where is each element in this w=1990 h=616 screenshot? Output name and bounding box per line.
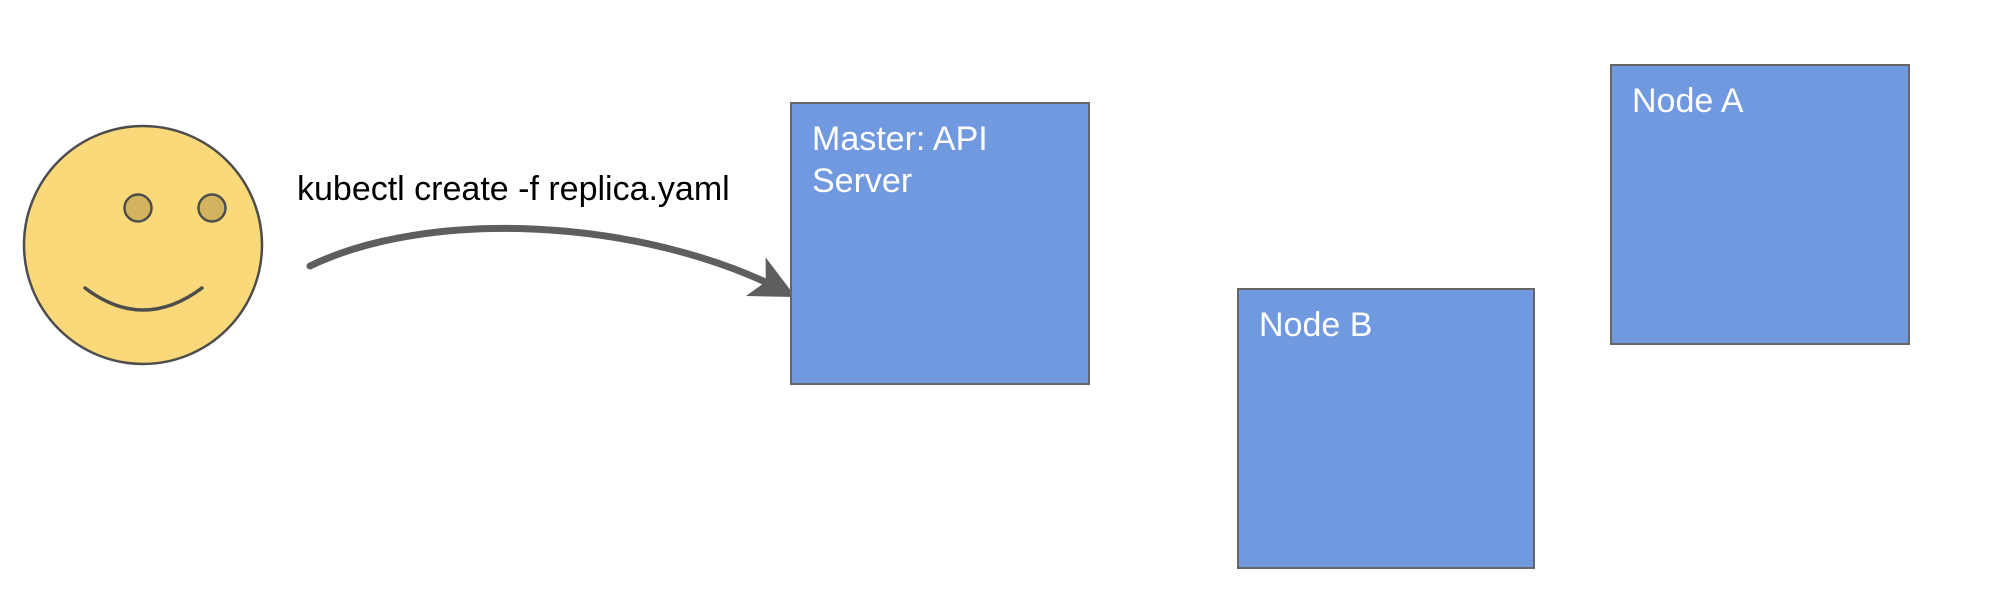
- node-master-api-server[interactable]: [790, 102, 1090, 385]
- smiley-mouth-arc: [83, 286, 204, 312]
- smiley-right-eye-icon: [197, 193, 227, 223]
- node-node-a[interactable]: [1610, 64, 1910, 345]
- node-node-b[interactable]: [1237, 288, 1535, 569]
- kubectl-create-edge-label: kubectl create -f replica.yaml: [297, 170, 730, 208]
- smiley-face-circle: [22, 124, 264, 366]
- smiley-left-eye-icon: [123, 193, 153, 223]
- kubectl-create-edge-arrow[interactable]: [306, 224, 796, 297]
- user-actor[interactable]: [22, 124, 264, 366]
